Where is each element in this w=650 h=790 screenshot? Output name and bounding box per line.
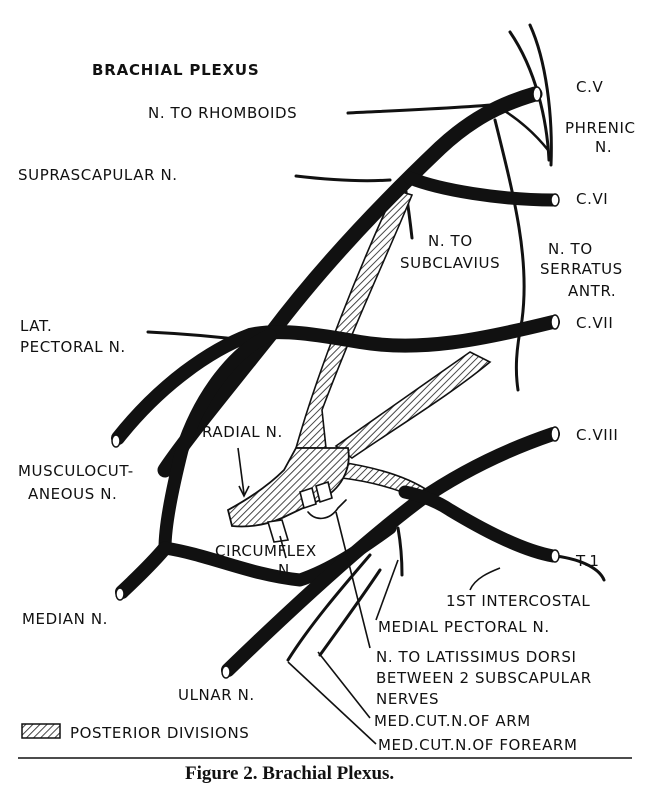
label-serratus-3: ANTR. <box>568 282 616 300</box>
root-ends <box>111 86 560 679</box>
label-lat-pectoral-2: PECTORAL N. <box>20 338 126 356</box>
circumflex-leader <box>279 535 287 559</box>
label-musculocut-2: ANEOUS N. <box>28 485 117 503</box>
label-latissimus-3: NERVES <box>376 690 439 708</box>
leader-lines <box>237 447 501 745</box>
label-subclavius-2: SUBCLAVIUS <box>400 254 500 272</box>
root-label-c6: C.VI <box>576 190 608 208</box>
med-cut-arm-nerve <box>286 553 372 662</box>
t1-stump <box>550 549 560 563</box>
label-median: MEDIAN N. <box>22 610 108 628</box>
medial-pectoral-nerve <box>396 526 404 577</box>
root-label-c5: C.V <box>576 78 603 96</box>
c5-stump <box>532 86 542 102</box>
label-intercostal: 1ST INTERCOSTAL <box>446 592 590 610</box>
figure-caption: Figure 2. Brachial Plexus. <box>185 763 394 784</box>
forearm-leader <box>287 661 377 745</box>
label-circumflex-1: CIRCUMFLEX <box>215 542 317 560</box>
label-rhomboids: N. TO RHOMBOIDS <box>148 104 297 122</box>
phrenic-nerve-strand-b <box>528 23 553 167</box>
label-latissimus-2: BETWEEN 2 SUBSCAPULAR <box>376 669 592 687</box>
radial-leader-head <box>238 485 250 498</box>
label-med-cut-arm: MED.CUT.N.OF ARM <box>374 712 531 730</box>
median-stump <box>115 587 125 601</box>
label-serratus-1: N. TO <box>548 240 593 258</box>
musculocut-stump <box>111 434 121 448</box>
lateral-cord-branch <box>158 328 277 555</box>
thick-nerves <box>111 86 560 677</box>
label-lat-pectoral-1: LAT. <box>20 317 52 335</box>
intercostal-leader <box>469 567 501 591</box>
labels: BRACHIAL PLEXUS C.V C.VI C.VII C.VIII T.… <box>18 61 636 754</box>
posterior-cord <box>226 447 350 528</box>
legend-label-posterior: POSTERIOR DIVISIONS <box>70 724 249 742</box>
label-ulnar: ULNAR N. <box>178 686 255 704</box>
legend-hatch-swatch <box>21 723 61 739</box>
suprascapular-nerve <box>294 174 392 183</box>
label-subclavius-1: N. TO <box>428 232 473 250</box>
label-radial: RADIAL N. <box>202 423 283 441</box>
latissimus-leader <box>335 511 371 649</box>
label-musculocut-1: MUSCULOCUT- <box>18 462 134 480</box>
subscapular-stubs <box>299 480 333 510</box>
label-serratus-2: SERRATUS <box>540 260 623 278</box>
diagram-title: BRACHIAL PLEXUS <box>92 61 259 79</box>
posterior-division-middle <box>334 351 492 459</box>
intercostal-nerve <box>554 554 606 582</box>
phrenic-branch <box>498 106 550 152</box>
root-label-c8: C.VIII <box>576 426 618 444</box>
c6-root <box>403 171 560 207</box>
label-phrenic-2: N. <box>595 138 612 156</box>
label-latissimus-1: N. TO LATISSIMUS DORSI <box>376 648 576 666</box>
median-nerve <box>115 541 172 599</box>
ulnar-stump <box>221 665 231 679</box>
c6-stump <box>550 193 560 207</box>
serratus-nerve <box>493 118 526 392</box>
label-phrenic-1: PHRENIC <box>565 119 636 137</box>
latissimus-bracket <box>307 499 347 520</box>
arm-leader <box>317 651 371 719</box>
label-med-cut-forearm: MED.CUT.N.OF FOREARM <box>378 736 578 754</box>
root-label-c7: C.VII <box>576 314 613 332</box>
middle-trunk <box>111 315 560 445</box>
c8-stump <box>550 426 560 442</box>
label-suprascapular: SUPRASCAPULAR N. <box>18 166 178 184</box>
circumflex-stub <box>266 519 290 543</box>
t1-root <box>398 485 560 563</box>
legend: POSTERIOR DIVISIONS <box>21 723 249 742</box>
medial-pectoral-leader <box>375 559 399 621</box>
label-circumflex-2: N. <box>278 561 295 579</box>
posterior-divisions <box>226 189 492 543</box>
lower-trunk <box>221 427 560 677</box>
label-medial-pectoral: MEDIAL PECTORAL N. <box>378 618 550 636</box>
med-cut-forearm-nerve <box>318 568 382 657</box>
upper-trunk <box>157 86 543 478</box>
c7-stump <box>550 314 560 330</box>
root-label-t1: T.1 <box>575 552 600 570</box>
radial-leader <box>237 447 245 495</box>
